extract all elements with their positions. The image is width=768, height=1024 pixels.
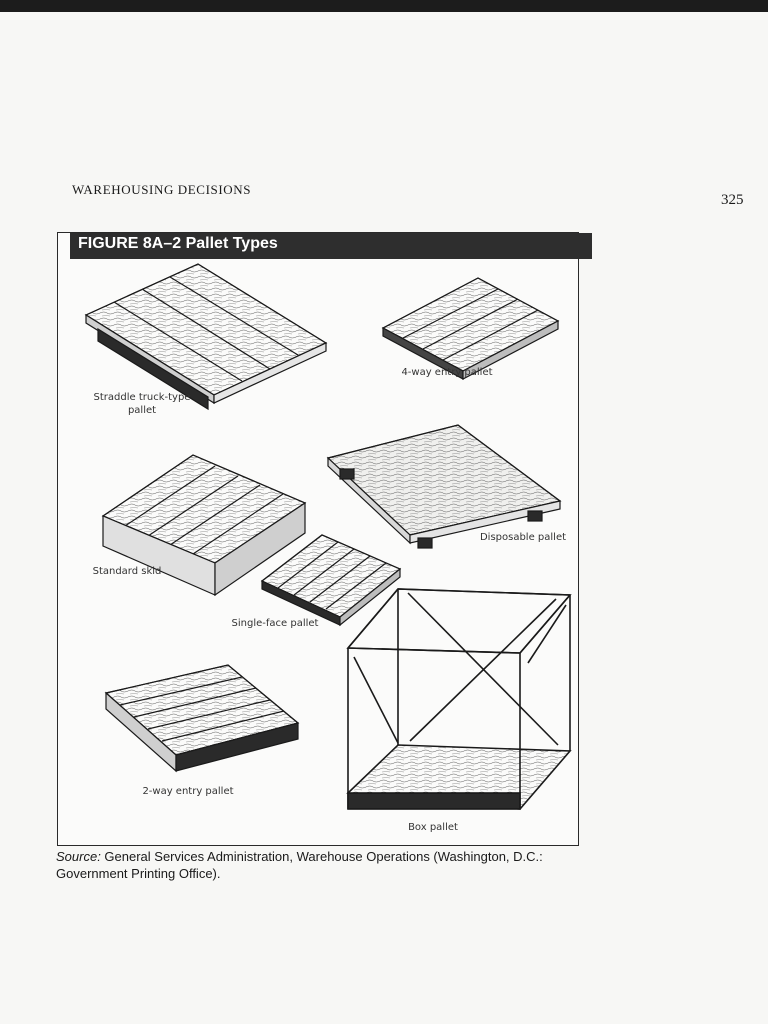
box-pallet-drawing	[348, 589, 570, 809]
page-number: 325	[721, 192, 744, 209]
source-note: Source: General Services Administration,…	[56, 848, 616, 882]
caption-standard-skid: Standard skid	[82, 565, 172, 578]
running-head: WAREHOUSING DECISIONS	[72, 182, 251, 198]
figure-box: FIGURE 8A–2 Pallet Types	[57, 232, 579, 846]
caption-disposable-pallet: Disposable pallet	[468, 531, 578, 544]
caption-line: Straddle truck-type	[82, 391, 202, 404]
caption-line: 2-way entry pallet	[128, 785, 248, 798]
caption-line: Box pallet	[378, 821, 488, 834]
caption-straddle-pallet: Straddle truck-type pallet	[82, 391, 202, 417]
caption-line: Disposable pallet	[468, 531, 578, 544]
caption-single-face-pallet: Single-face pallet	[220, 617, 330, 630]
caption-line: 4-way entry pallet	[392, 366, 502, 379]
disposable-pallet-drawing	[328, 425, 560, 548]
caption-line: Standard skid	[82, 565, 172, 578]
source-text: General Services Administration, Warehou…	[56, 849, 543, 881]
four-way-pallet-drawing	[383, 278, 558, 379]
caption-two-way-pallet: 2-way entry pallet	[128, 785, 248, 798]
caption-line: Single-face pallet	[220, 617, 330, 630]
caption-box-pallet: Box pallet	[378, 821, 488, 834]
scan-top-edge	[0, 0, 768, 12]
caption-line: pallet	[82, 404, 202, 417]
straddle-pallet-drawing	[86, 264, 326, 409]
caption-four-way-pallet: 4-way entry pallet	[392, 366, 502, 379]
two-way-pallet-drawing	[106, 665, 298, 771]
source-label: Source:	[56, 849, 101, 864]
